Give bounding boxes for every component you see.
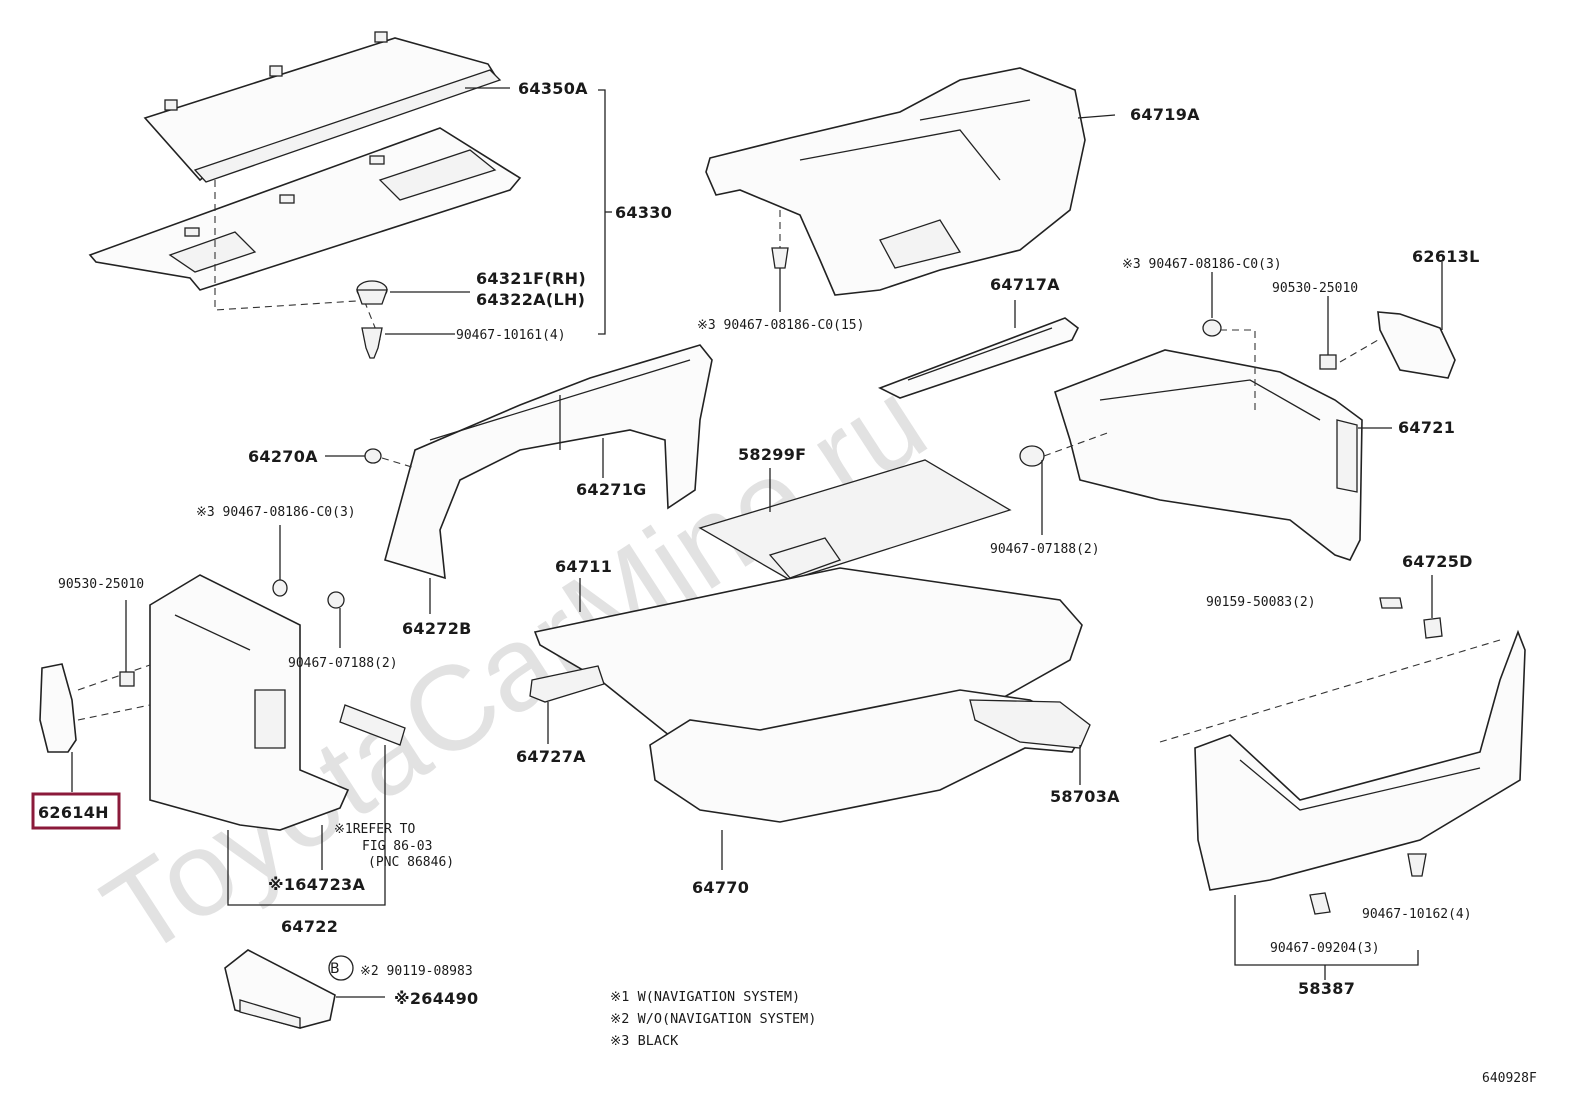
label-64727a[interactable]: 64727A: [516, 747, 586, 766]
note-1: ※1 W(NAVIGATION SYSTEM): [610, 989, 800, 1005]
label-90159-50083[interactable]: 90159-50083(2): [1206, 595, 1316, 610]
64723a-part[interactable]: [339, 704, 406, 746]
label-62613l[interactable]: 62613L: [1412, 247, 1480, 266]
badge-b: B: [330, 961, 340, 977]
rh-clip-part[interactable]: [1202, 319, 1256, 410]
bracket-64717a-part[interactable]: [878, 317, 1080, 399]
label-64321f[interactable]: 64321F(RH): [476, 269, 586, 288]
label-90467-08186-15[interactable]: ※3 90467-08186-C0(15): [697, 318, 864, 333]
label-90467-08186-3a[interactable]: ※3 90467-08186-C0(3): [1122, 257, 1282, 272]
label-64721[interactable]: 64721: [1398, 418, 1455, 437]
note-2: ※2 W/O(NAVIGATION SYSTEM): [610, 1011, 816, 1027]
label-64717a[interactable]: 64717A: [990, 275, 1060, 294]
label-90467-07188b[interactable]: 90467-07188(2): [288, 656, 398, 671]
label-90467-10162[interactable]: 90467-10162(4): [1362, 907, 1472, 922]
refer-line-2: FIG 86-03: [362, 839, 432, 854]
cargo-net-part[interactable]: [698, 459, 1012, 581]
refer-line-1: ※1REFER TO: [334, 822, 416, 837]
label-64725d[interactable]: 64725D: [1402, 552, 1473, 571]
label-64271g[interactable]: 64271G: [576, 480, 647, 499]
tonneau-cover-part[interactable]: [143, 31, 502, 183]
rh-trim-clip-part[interactable]: [1019, 431, 1111, 467]
label-64490[interactable]: ※264490: [394, 989, 478, 1008]
label-90467-07188a[interactable]: 90467-07188(2): [990, 542, 1100, 557]
storage-tray-part[interactable]: [224, 949, 336, 1029]
64725d-clip-part[interactable]: [1423, 617, 1443, 639]
label-90530-25010a[interactable]: 90530-25010: [1272, 281, 1358, 296]
label-58387[interactable]: 58387: [1298, 979, 1355, 998]
trunk-floor-board-part[interactable]: [649, 689, 1087, 823]
retainer-clip-part[interactable]: [356, 280, 388, 305]
62613l-part[interactable]: [1377, 311, 1456, 379]
label-62614h[interactable]: 62614H: [38, 803, 109, 822]
trunk-lid-trim-part[interactable]: [705, 67, 1086, 296]
label-90119-08983[interactable]: ※2 90119-08983: [360, 964, 473, 979]
note-3: ※3 BLACK: [610, 1033, 679, 1049]
62614h-part[interactable]: [39, 663, 77, 753]
label-64270a[interactable]: 64270A: [248, 447, 318, 466]
label-64719a[interactable]: 64719A: [1130, 105, 1200, 124]
label-64272b[interactable]: 64272B: [402, 619, 472, 638]
label-64770[interactable]: 64770: [692, 878, 749, 897]
label-64722[interactable]: 64722: [281, 917, 338, 936]
diagram-code: 640928F: [1482, 1071, 1537, 1086]
label-58703a[interactable]: 58703A: [1050, 787, 1120, 806]
label-90467-08186-3b[interactable]: ※3 90467-08186-C0(3): [196, 505, 356, 520]
64727a-part[interactable]: [529, 665, 605, 703]
label-64711[interactable]: 64711: [555, 557, 612, 576]
label-90467-10161[interactable]: 90467-10161(4): [456, 328, 566, 343]
label-90467-09204[interactable]: 90467-09204(3): [1270, 941, 1380, 956]
label-64322a[interactable]: 64322A(LH): [476, 290, 585, 309]
rear-trim-clip-part[interactable]: [1309, 853, 1427, 915]
trim-clip-part[interactable]: [771, 247, 789, 269]
refer-line-3: (PNC 86846): [368, 855, 454, 870]
lh-clip-part[interactable]: [119, 579, 345, 687]
label-90530-25010b[interactable]: 90530-25010: [58, 577, 144, 592]
label-58299f[interactable]: 58299F: [738, 445, 806, 464]
rear-panel-trim-part[interactable]: [1194, 629, 1526, 891]
highlight-box: [31, 792, 121, 830]
90159-bolt-part[interactable]: [1379, 597, 1403, 609]
label-64330[interactable]: 64330: [615, 203, 672, 222]
lh-side-trim-part[interactable]: [149, 574, 350, 831]
rh-side-trim-part[interactable]: [1054, 349, 1363, 561]
package-tray-part[interactable]: [88, 127, 522, 291]
push-clip-part[interactable]: [361, 327, 383, 359]
label-64350a[interactable]: 64350A: [518, 79, 588, 98]
label-64723a[interactable]: ※164723A: [268, 875, 365, 894]
lh-quarter-trim-part[interactable]: [384, 344, 713, 580]
badge-b-circle: [328, 955, 354, 981]
